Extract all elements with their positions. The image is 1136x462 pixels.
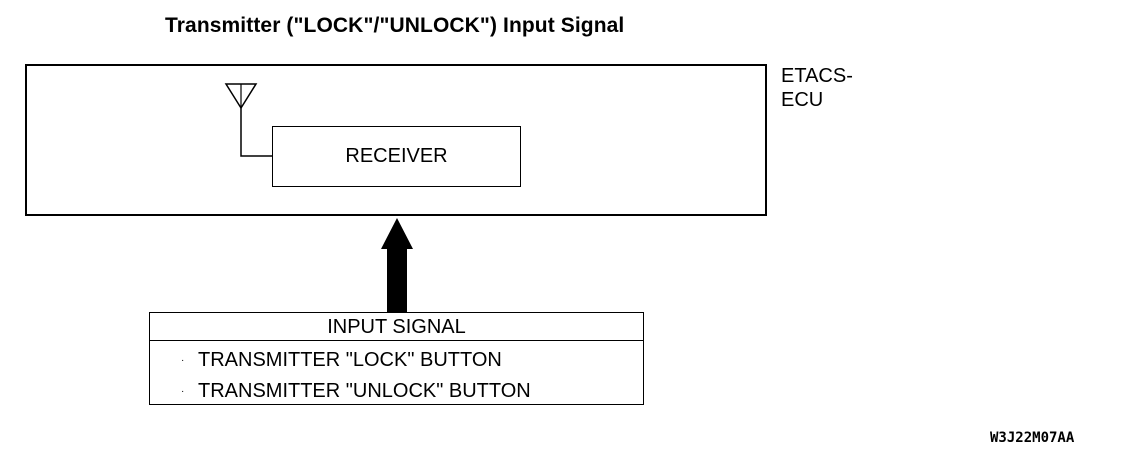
etacs-ecu-box xyxy=(25,64,767,216)
antenna-icon xyxy=(224,83,258,110)
signal-item-label: TRANSMITTER "LOCK" BUTTON xyxy=(198,349,502,371)
receiver-label: RECEIVER xyxy=(345,145,448,167)
input-signal-box: INPUT SIGNAL · TRANSMITTER "LOCK" BUTTON… xyxy=(149,312,644,405)
input-arrow xyxy=(381,218,413,312)
list-item: · TRANSMITTER "UNLOCK" BUTTON xyxy=(150,376,643,407)
figure-code: W3J22M07AA xyxy=(990,430,1075,446)
bullet-icon: · xyxy=(181,355,185,366)
list-item: · TRANSMITTER "LOCK" BUTTON xyxy=(150,345,643,376)
bullet-icon: · xyxy=(181,386,185,397)
diagram-title: Transmitter ("LOCK"/"UNLOCK") Input Sign… xyxy=(165,14,625,37)
ecu-label-line1: ETACS- xyxy=(781,65,853,87)
input-signal-list: · TRANSMITTER "LOCK" BUTTON · TRANSMITTE… xyxy=(150,341,643,407)
signal-item-label: TRANSMITTER "UNLOCK" BUTTON xyxy=(198,380,531,402)
antenna-wire xyxy=(240,108,272,157)
ecu-label-line2: ECU xyxy=(781,89,824,111)
input-signal-header: INPUT SIGNAL xyxy=(150,313,643,341)
receiver-box: RECEIVER xyxy=(272,126,521,187)
etacs-ecu-label: ETACS- ECU xyxy=(781,64,853,112)
